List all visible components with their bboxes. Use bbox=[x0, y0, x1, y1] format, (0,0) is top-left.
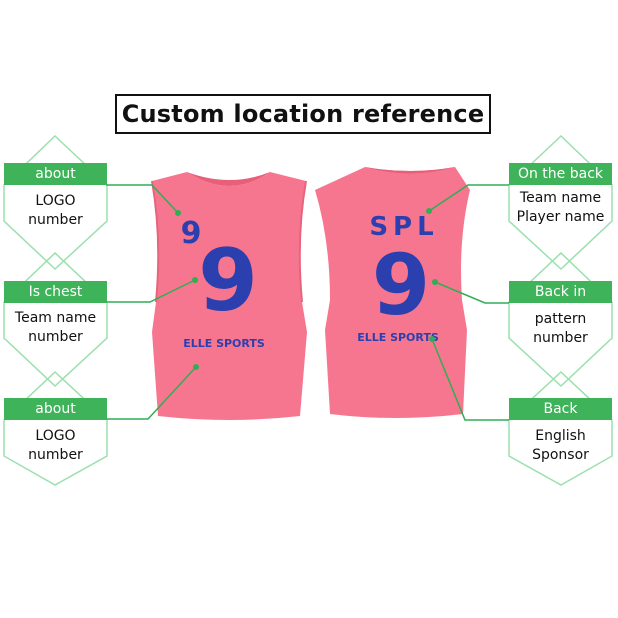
connector-right-mid bbox=[434, 281, 509, 304]
label-left-top-head: about bbox=[4, 163, 107, 185]
back-collar bbox=[365, 167, 455, 174]
label-left-mid-line2: number bbox=[28, 329, 83, 345]
dot-right-bottom bbox=[429, 336, 435, 342]
front-jersey bbox=[152, 172, 307, 420]
connector-dots bbox=[175, 208, 438, 370]
label-right-mid-head: Back in bbox=[509, 281, 612, 303]
label-left-bottom-head: about bbox=[4, 398, 107, 420]
connector-lines bbox=[106, 184, 509, 421]
connector-right-bottom bbox=[431, 338, 509, 421]
front-collar bbox=[187, 172, 270, 186]
label-right-mid-line2: number bbox=[533, 330, 588, 346]
label-left-top-body: LOGO number bbox=[4, 192, 107, 230]
front-armhole-left bbox=[151, 180, 160, 303]
label-left-mid-head: Is chest bbox=[4, 281, 107, 303]
front-small-number: 9 bbox=[181, 216, 202, 251]
label-right-top-line2: Player name bbox=[516, 209, 605, 225]
back-team-name: SPL bbox=[369, 212, 438, 242]
label-right-mid-line1: pattern bbox=[534, 311, 587, 327]
page-title: Custom location reference bbox=[121, 100, 485, 128]
label-right-top-line1: Team name bbox=[519, 190, 602, 206]
connector-right-top bbox=[428, 184, 509, 212]
dot-right-top bbox=[426, 208, 432, 214]
label-right-mid-body: pattern number bbox=[509, 310, 612, 348]
label-right-top-head: On the back bbox=[509, 163, 612, 185]
front-big-number: 9 bbox=[198, 231, 258, 331]
label-right-bottom-head: Back bbox=[509, 398, 612, 420]
label-left-top-line2: number bbox=[28, 212, 83, 228]
dot-left-top bbox=[175, 210, 181, 216]
hexagon-left-bottom bbox=[3, 370, 108, 486]
connector-left-top bbox=[106, 184, 179, 214]
connector-left-mid bbox=[106, 279, 196, 303]
dot-left-bottom bbox=[193, 364, 199, 370]
label-right-bottom-body: English Sponsor bbox=[509, 427, 612, 465]
label-right-top-body: Team name Player name bbox=[509, 189, 612, 227]
label-left-top-line1: LOGO bbox=[35, 193, 76, 209]
title-box: Custom location reference bbox=[115, 94, 491, 134]
label-left-bottom-line2: number bbox=[28, 447, 83, 463]
label-left-mid-body: Team name number bbox=[4, 309, 107, 347]
connector-left-bottom bbox=[106, 366, 197, 420]
label-right-bottom-line1: English bbox=[535, 428, 586, 444]
front-armhole-right bbox=[298, 180, 307, 303]
back-jersey bbox=[315, 167, 470, 418]
dot-right-mid bbox=[432, 279, 438, 285]
back-sponsor: ELLE SPORTS bbox=[357, 331, 439, 344]
label-left-bottom-line1: LOGO bbox=[35, 428, 76, 444]
label-right-bottom-line2: Sponsor bbox=[532, 447, 589, 463]
back-big-number: 9 bbox=[372, 236, 430, 334]
label-left-mid-line1: Team name bbox=[14, 310, 97, 326]
front-sponsor: ELLE SPORTS bbox=[183, 337, 265, 350]
dot-left-mid bbox=[192, 277, 198, 283]
label-left-bottom-body: LOGO number bbox=[4, 427, 107, 465]
